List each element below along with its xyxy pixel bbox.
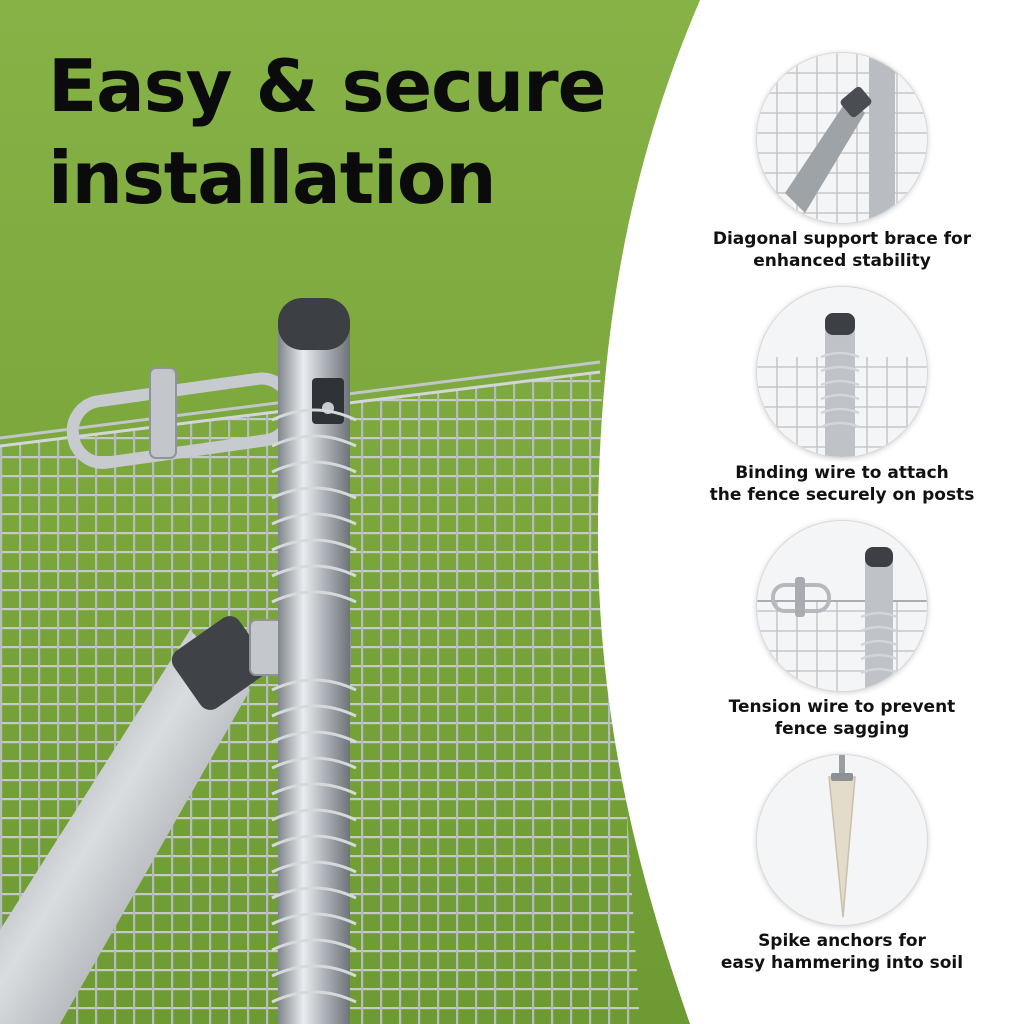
feature-caption-2: Binding wire to attach the fence securel…: [692, 462, 992, 506]
diagonal-brace-icon: [756, 52, 928, 224]
tension-wire-icon: [756, 520, 928, 692]
feature-2-line-2: the fence securely on posts: [709, 485, 975, 505]
feature-caption-4: Spike anchors for easy hammering into so…: [692, 930, 992, 974]
feature-4-line-1: Spike anchors for: [758, 931, 926, 951]
feature-3-line-2: fence sagging: [774, 719, 910, 739]
feature-2-line-1: Binding wire to attach: [735, 463, 949, 483]
feature-1-line-2: enhanced stability: [753, 251, 931, 271]
feature-caption-3: Tension wire to prevent fence sagging: [692, 696, 992, 740]
feature-caption-1: Diagonal support brace for enhanced stab…: [692, 228, 992, 272]
binding-wire-icon: [756, 286, 928, 458]
feature-1-line-1: Diagonal support brace for: [712, 229, 972, 249]
headline-line-2: installation: [48, 136, 497, 220]
feature-4-line-2: easy hammering into soil: [720, 953, 964, 973]
spike-anchor-icon: [756, 754, 928, 926]
headline-line-1: Easy & secure: [48, 44, 606, 128]
feature-3-line-1: Tension wire to prevent: [728, 697, 956, 717]
headline: Easy & secure installation: [48, 40, 606, 224]
